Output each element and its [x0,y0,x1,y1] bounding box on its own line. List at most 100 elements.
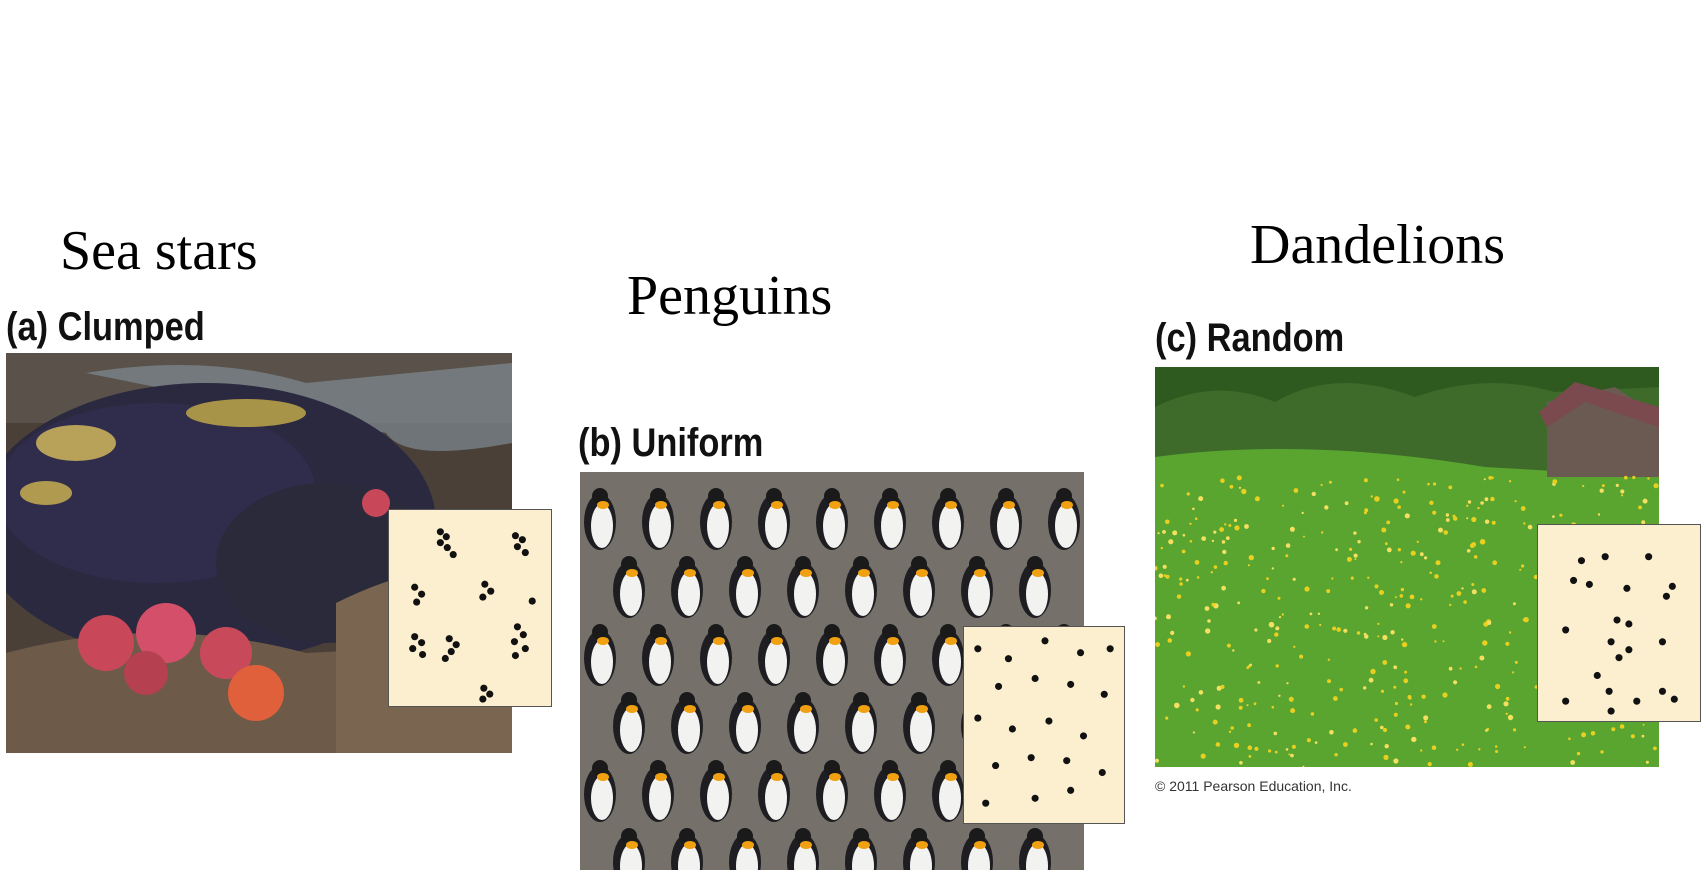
dandelion-speck [1349,547,1353,551]
pattern-dot [1098,768,1106,777]
dandelion-speck [1165,519,1170,525]
penguin-shape [874,488,906,550]
dandelion-speck [1247,745,1253,750]
pattern-dot [1562,626,1570,634]
dandelion-speck [1382,660,1388,665]
dandelion-speck [1350,576,1354,580]
dandelion-speck [1582,484,1585,488]
dandelion-speck [1162,530,1166,534]
dandelion-speck [1176,594,1182,599]
pattern-dot [1605,687,1613,695]
dandelion-speck [1244,524,1249,529]
dandelion-speck [1471,516,1477,523]
pattern-dot [479,593,487,601]
pattern-dot [1079,732,1088,740]
dandelion-speck [1427,762,1432,767]
dandelion-speck [1483,478,1486,481]
dandelion-speck [1281,613,1284,616]
dandelion-speck [1461,587,1464,590]
penguin-shape [671,692,703,754]
dandelion-speck [1363,686,1367,690]
pattern-dot [1027,754,1035,762]
penguin-shape [903,692,935,754]
pattern-dot [1662,592,1670,600]
dandelion-speck [1158,573,1164,578]
dandelion-speck [1291,744,1296,749]
dandelion-speck [1379,590,1384,595]
dandelion-speck [1155,758,1159,763]
dandelion-speck [1207,619,1211,623]
pattern-dot [519,631,527,639]
dandelion-speck [1400,561,1403,564]
dandelion-speck [1317,612,1321,615]
penguin-shape [903,556,935,618]
dandelion-speck [1503,701,1509,707]
dandelion-speck [1380,725,1384,730]
penguin-shape [903,828,935,870]
dandelion-speck [1642,723,1645,726]
dandelion-speck [1363,632,1367,636]
dandelion-speck [1653,746,1657,751]
pattern-dot [992,762,1000,770]
pattern-dot [513,543,521,551]
dandelion-speck [1494,745,1498,748]
pattern-dot [447,647,455,656]
dandelion-speck [1491,520,1496,525]
pattern-dot [1607,638,1615,646]
pattern-dot [443,544,451,552]
dandelion-speck [1514,500,1517,503]
dandelion-speck [1289,526,1295,532]
dandelion-speck [1434,574,1439,579]
dandelion-speck [1484,519,1490,524]
penguin-shape [816,760,848,822]
dandelion-speck [1492,560,1498,566]
dandelion-speck [1393,685,1397,689]
dandelion-speck [1204,606,1210,611]
dandelion-speck [1477,506,1480,510]
dandelion-speck [1368,677,1374,683]
dandelion-speck [1246,704,1249,707]
dandelion-speck [1334,753,1338,757]
dandelion-speck [1195,708,1199,712]
pattern-dot [480,684,488,692]
dandelion-speck [1336,627,1341,632]
dandelion-speck [1581,732,1587,738]
dandelion-speck [1421,694,1426,699]
pattern-dot [1045,717,1053,725]
dandelion-speck [1201,536,1207,541]
dandelion-speck [1357,540,1361,544]
dandelion-speck [1449,603,1452,607]
dandelion-speck [1471,589,1477,595]
dandelion-speck [1479,655,1485,661]
uniform-pattern-box [963,626,1125,824]
dandelion-speck [1438,527,1443,533]
random-dots [1562,553,1678,715]
dandelion-speck [1505,696,1510,701]
dandelion-speck [1400,587,1405,592]
dandelion-speck [1442,640,1445,643]
penguin-shape [671,556,703,618]
dandelion-speck [1248,554,1254,561]
dandelion-speck [1363,478,1368,483]
dandelion-speck [1327,679,1331,684]
dandelion-speck [1383,754,1389,760]
pattern-dot [1670,695,1678,703]
dandelion-speck [1393,665,1398,670]
pattern-dot [511,532,519,540]
dandelion-speck [1394,701,1399,706]
dandelion-speck [1274,632,1279,637]
dandelion-speck [1211,602,1216,607]
dandelion-speck [1229,484,1234,489]
dandelion-speck [1331,577,1334,580]
dandelion-speck [1495,683,1501,690]
pattern-dot [1106,645,1114,653]
dandelion-speck [1254,496,1260,502]
dandelion-speck [1238,705,1243,710]
dandelion-speck [1215,704,1221,710]
dandelion-speck [1165,716,1169,720]
dandelion-speck [1505,641,1510,646]
dandelion-speck [1559,513,1563,517]
dandelion-speck [1253,702,1257,706]
pattern-dot [1031,674,1039,683]
pattern-dot [449,550,457,559]
